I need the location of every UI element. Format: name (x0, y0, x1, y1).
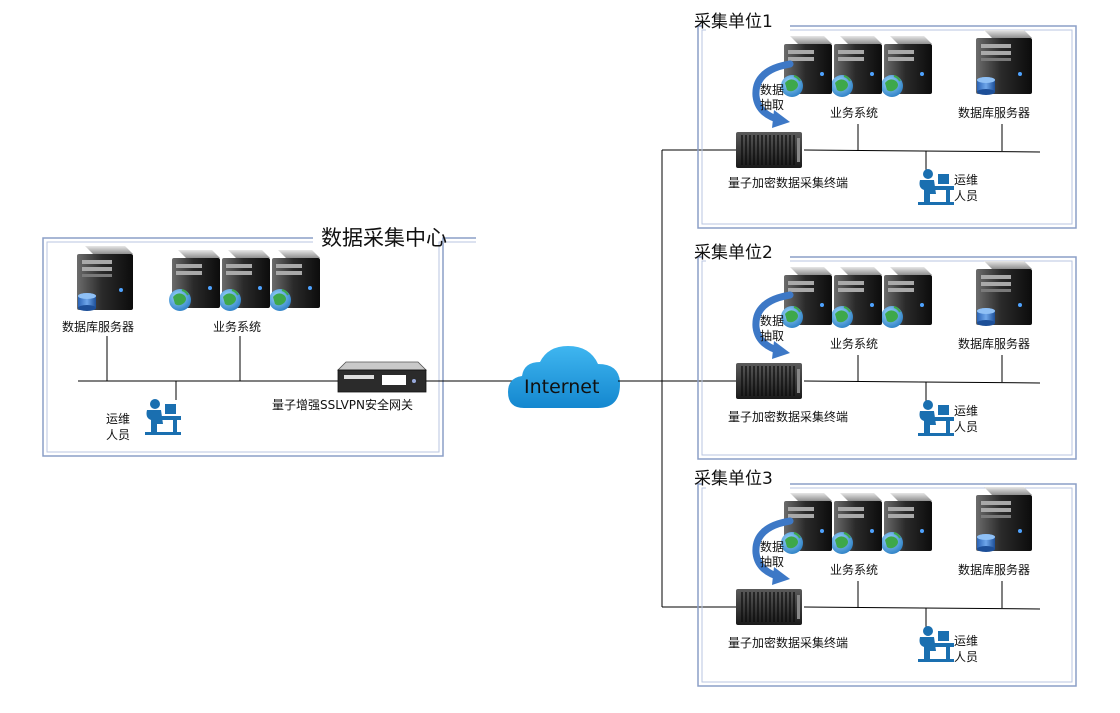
unit-2-terminal-label: 量子加密数据采集终端 (728, 410, 849, 424)
unit-1-ops-person-icon (918, 169, 954, 205)
unit-2-lines (803, 355, 1041, 403)
center-db-server-icon (77, 246, 133, 311)
unit-1-db-server-label: 数据库服务器 (958, 106, 1031, 120)
unit-2-db-server-icon (976, 261, 1032, 326)
unit-1-ops-label-line2: 人员 (954, 189, 979, 203)
unit-1-frame (697, 25, 1077, 229)
unit-3-terminal-label: 量子加密数据采集终端 (728, 636, 849, 650)
unit-3-db-server-label: 数据库服务器 (958, 563, 1031, 577)
unit-1-terminal-icon (735, 131, 803, 169)
unit-1-biz-server-icon-2 (830, 35, 883, 98)
center-frame (42, 237, 476, 457)
unit-1-db-server-icon (976, 30, 1032, 95)
unit-3-ops-person-icon (918, 626, 954, 662)
unit-1-biz-system-label: 业务系统 (830, 106, 879, 120)
center-biz-system-label: 业务系统 (213, 320, 262, 334)
unit-2-extract-label-line1: 数据 (760, 314, 785, 328)
internet-label: Internet (524, 376, 600, 398)
center-ops-label-line1: 运维 (106, 412, 131, 426)
unit-3-db-server-icon (976, 487, 1032, 552)
unit-2-biz-system-label: 业务系统 (830, 337, 879, 351)
vpn-gateway-icon (337, 361, 427, 393)
unit-3-biz-system-label: 业务系统 (830, 563, 879, 577)
unit-3-ops-label-line2: 人员 (954, 650, 979, 664)
unit-2-title: 采集单位2 (694, 243, 773, 263)
internet-cloud-icon (508, 346, 620, 408)
unit-1-ops-label-line1: 运维 (954, 173, 979, 187)
unit-2-db-server-label: 数据库服务器 (958, 337, 1031, 351)
unit-2-frame (697, 256, 1077, 460)
unit-3-ops-label-line1: 运维 (954, 634, 979, 648)
unit-3-biz-server-icon-2 (830, 492, 883, 555)
unit-1-biz-server-icon-3 (880, 35, 933, 98)
unit-1-extract-label-line2: 抽取 (760, 98, 785, 112)
unit-2-ops-label-line1: 运维 (954, 404, 979, 418)
unit-2-biz-server-icon-3 (880, 266, 933, 329)
unit-1-lines (803, 124, 1041, 172)
unit-2-terminal-icon (735, 362, 803, 400)
unit-2-extract-label-line2: 抽取 (760, 329, 785, 343)
unit-3-title: 采集单位3 (694, 469, 773, 489)
center-db-server-label: 数据库服务器 (62, 320, 135, 334)
unit-3-terminal-icon (735, 588, 803, 626)
center-title: 数据采集中心 (321, 226, 447, 250)
unit-1-terminal-label: 量子加密数据采集终端 (728, 176, 849, 190)
unit-2-ops-person-icon (918, 400, 954, 436)
unit-1-title: 采集单位1 (694, 12, 773, 32)
unit-3-extract-label-line2: 抽取 (760, 555, 785, 569)
center-biz-server-icon-3 (268, 249, 321, 312)
trunk-lines (618, 149, 738, 608)
center-ops-label-line2: 人员 (106, 428, 131, 442)
unit-3-biz-server-icon-3 (880, 492, 933, 555)
unit-2-biz-server-icon-2 (830, 266, 883, 329)
center-biz-server-icon-1 (168, 249, 221, 312)
unit-2-ops-label-line2: 人员 (954, 420, 979, 434)
unit-1-extract-label-line1: 数据 (760, 83, 785, 97)
center-biz-server-icon-2 (218, 249, 271, 312)
unit-3-lines (803, 581, 1041, 629)
center-network-lines (78, 336, 512, 400)
gateway-label: 量子增强SSLVPN安全网关 (272, 398, 414, 412)
center-ops-person-icon (145, 399, 181, 435)
unit-3-extract-label-line1: 数据 (760, 540, 785, 554)
